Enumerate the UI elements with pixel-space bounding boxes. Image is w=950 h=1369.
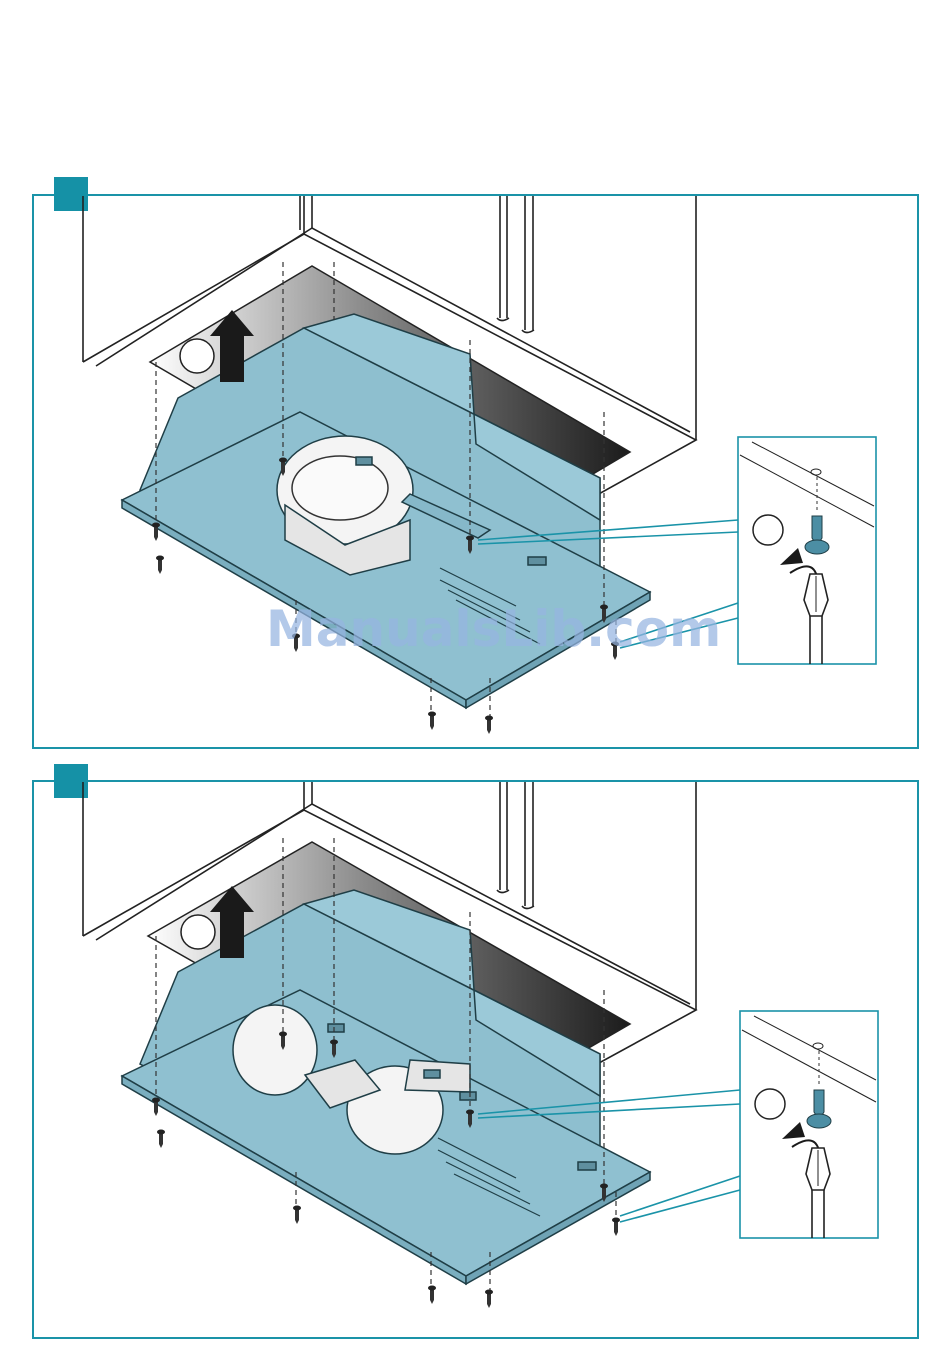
detail-inset [738, 437, 876, 664]
detail-inset [740, 1011, 878, 1238]
step-circle [181, 915, 215, 949]
step-circle [180, 339, 214, 373]
watermark: ManualsLib.com [266, 600, 706, 658]
step-2-drawing [83, 782, 878, 1308]
